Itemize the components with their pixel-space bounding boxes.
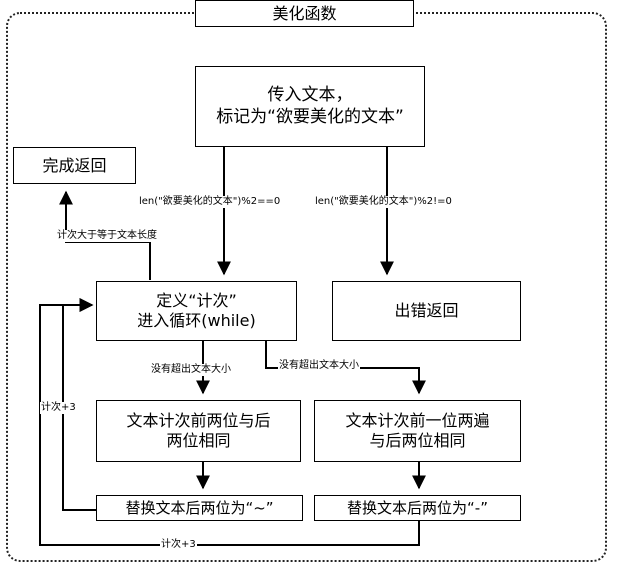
node-replace-left: 替换文本后两位为“~”: [96, 495, 303, 521]
node-replace-left-text: 替换文本后两位为“~”: [125, 498, 274, 517]
edge-label-even: len("欲要美化的文本")%2==0: [138, 196, 282, 208]
title-text: 美化函数: [272, 3, 337, 23]
node-define: 定义“计次” 进入循环(while): [96, 281, 297, 341]
node-error-text: 出错返回: [394, 301, 459, 320]
node-same-right: 文本计次前一位两遍 与后两位相同: [314, 400, 521, 462]
node-replace-right-text: 替换文本后两位为“-”: [347, 498, 488, 517]
edge-count-plus3-bottom: [39, 298, 420, 546]
node-define-line1: 定义“计次”: [156, 291, 237, 310]
node-done-text: 完成返回: [42, 155, 107, 175]
node-same-left-line1: 文本计次前两位与后: [126, 411, 271, 430]
node-input-line2: 标记为“欲要美化的文本”: [216, 106, 404, 127]
node-input: 传入文本， 标记为“欲要美化的文本”: [195, 66, 425, 147]
edge-label-not-exceed-left: 没有超出文本大小: [150, 364, 232, 376]
edge-label-count-plus3-left: 计次+3: [40, 402, 77, 414]
node-error: 出错返回: [332, 281, 521, 341]
node-same-left: 文本计次前两位与后 两位相同: [96, 400, 301, 462]
edge-label-count-ge-len: 计次大于等于文本长度: [56, 230, 158, 242]
node-replace-right: 替换文本后两位为“-”: [314, 495, 521, 521]
edge-label-count-plus3-bottom: 计次+3: [160, 539, 197, 551]
node-done: 完成返回: [13, 147, 136, 184]
node-same-left-line2: 两位相同: [166, 431, 231, 450]
node-input-line1: 传入文本，: [267, 85, 353, 106]
edge-label-not-exceed-right: 没有超出文本大小: [278, 360, 360, 372]
title-box: 美化函数: [195, 0, 414, 27]
edge-label-odd: len("欲要美化的文本")%2!=0: [314, 196, 453, 208]
node-same-right-line1: 文本计次前一位两遍: [345, 411, 490, 430]
edge-count-ge-len: [59, 190, 151, 280]
node-define-line2: 进入循环(while): [137, 311, 256, 330]
node-same-right-line2: 与后两位相同: [369, 431, 466, 450]
